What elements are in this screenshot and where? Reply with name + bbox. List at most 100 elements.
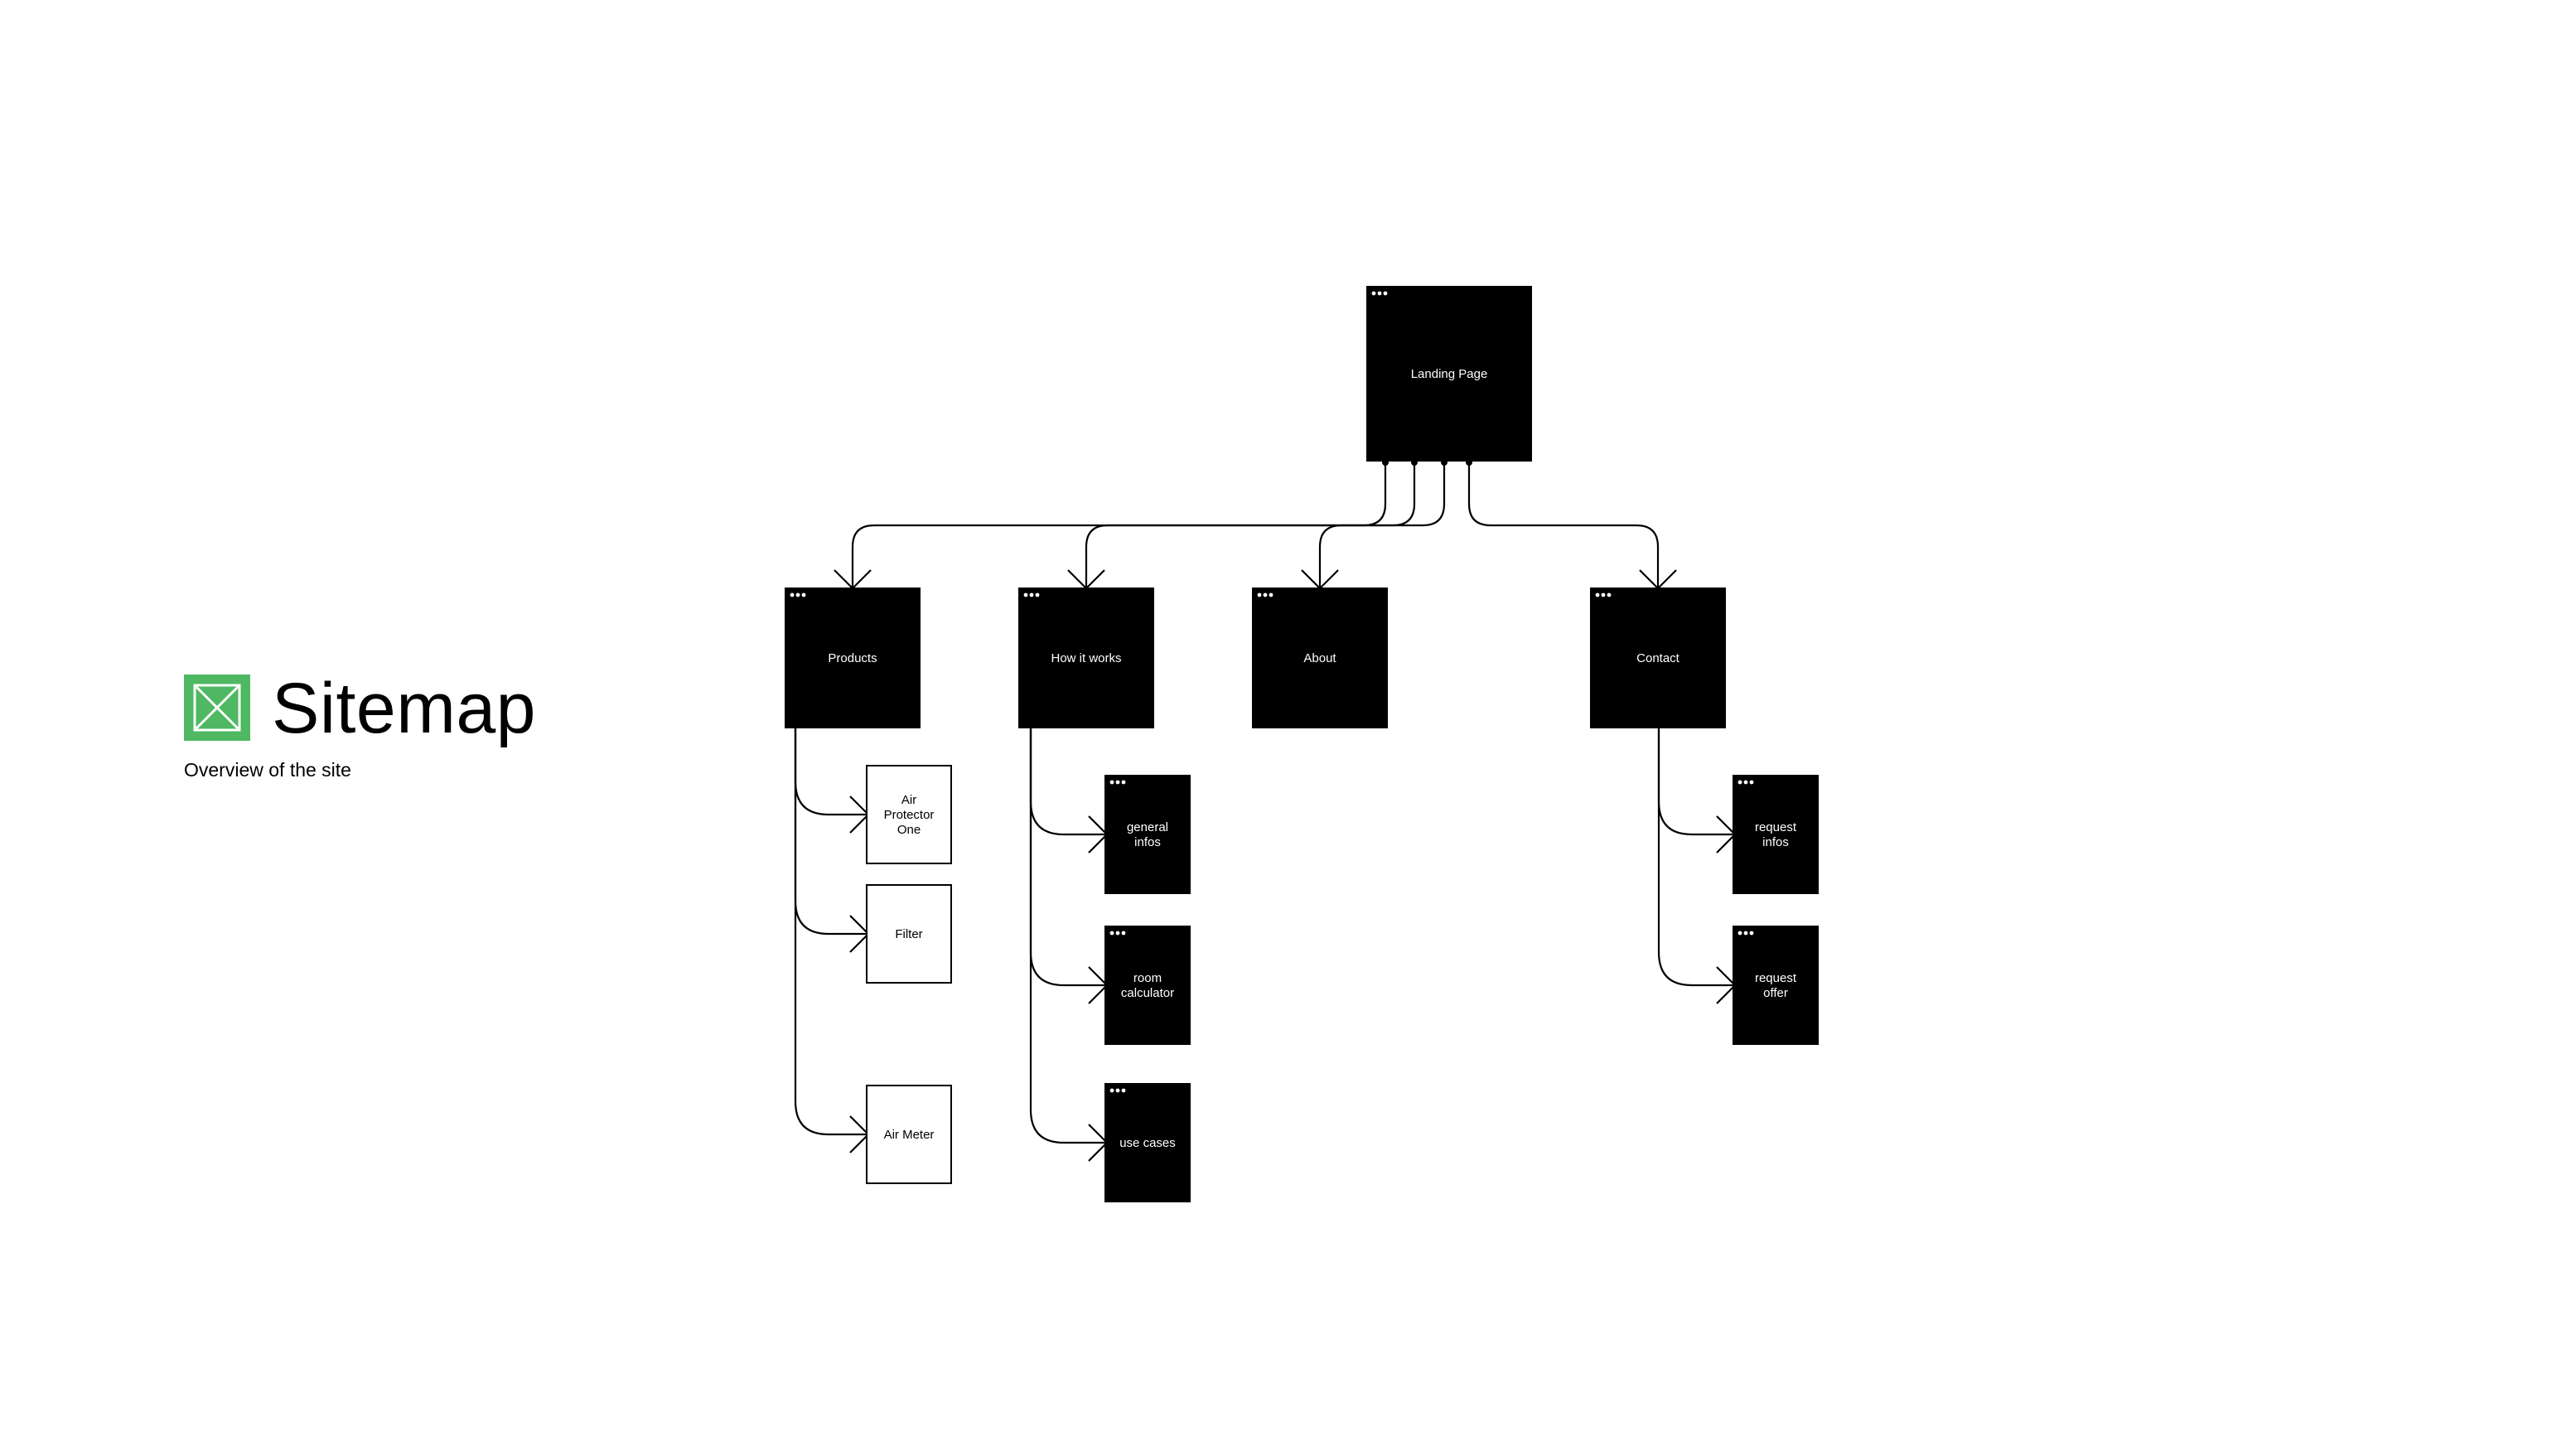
window-dot — [1371, 291, 1376, 296]
node-box — [1018, 588, 1154, 728]
node-label: room — [1133, 971, 1162, 985]
connector-line — [1029, 728, 1105, 836]
connector-line — [794, 728, 867, 936]
node-label: One — [897, 823, 921, 837]
window-dot — [1607, 592, 1612, 597]
window-dot — [1121, 931, 1126, 936]
node-label: About — [1303, 651, 1336, 665]
window-dots-icon — [1109, 1088, 1126, 1093]
node-filter[interactable]: Filter — [866, 884, 952, 984]
node-box — [785, 588, 921, 728]
window-dot — [1257, 592, 1262, 597]
window-dots-icon — [1595, 592, 1612, 597]
window-dot — [1743, 780, 1748, 785]
node-about[interactable]: About — [1252, 588, 1388, 728]
window-dots-icon — [1371, 291, 1388, 296]
window-dot — [1749, 931, 1754, 936]
window-dot — [1121, 780, 1126, 785]
window-dots-icon — [1257, 592, 1274, 597]
node-label: Air Meter — [884, 1128, 935, 1142]
sitemap-nodes: Landing PageProductsAirProtectorOneFilte… — [785, 286, 1819, 1202]
window-dot — [1269, 592, 1274, 597]
window-dot — [801, 592, 806, 597]
window-dots-icon — [1737, 780, 1754, 785]
window-dot — [790, 592, 795, 597]
window-dot — [1023, 592, 1028, 597]
node-how-it-works[interactable]: How it works — [1018, 588, 1154, 728]
node-label: general — [1127, 820, 1168, 834]
page-title: Sitemap — [272, 669, 536, 748]
node-box — [1366, 286, 1532, 462]
connector-line — [1657, 728, 1733, 836]
window-dot — [1263, 592, 1268, 597]
node-box — [866, 765, 952, 864]
node-box — [1590, 588, 1726, 728]
window-dot — [1121, 1088, 1126, 1093]
node-label: request — [1755, 820, 1797, 834]
window-dots-icon — [1023, 592, 1040, 597]
window-dot — [1749, 780, 1754, 785]
window-dot — [1115, 931, 1120, 936]
connector-line — [1467, 461, 1660, 588]
window-dots-icon — [790, 592, 806, 597]
window-dots-icon — [1109, 780, 1126, 785]
node-box — [1104, 775, 1191, 894]
node-label: Contact — [1636, 651, 1680, 665]
image-placeholder-icon — [184, 675, 250, 741]
logo-cross-line — [193, 684, 241, 732]
connector-line — [794, 728, 867, 1136]
connector-line — [1029, 728, 1105, 1144]
connector-line — [1029, 728, 1105, 987]
node-box — [1252, 588, 1388, 728]
window-dots-icon — [1109, 931, 1126, 936]
node-label: Filter — [895, 927, 922, 941]
window-dot — [1377, 291, 1382, 296]
node-label: Products — [828, 651, 877, 665]
title-block: Sitemap Overview of the site — [184, 663, 764, 795]
node-box — [1733, 775, 1819, 894]
node-label: use cases — [1119, 1136, 1176, 1150]
node-label: infos — [1134, 835, 1161, 849]
node-products[interactable]: Products — [785, 588, 921, 728]
window-dots-icon — [1737, 931, 1754, 936]
window-dot — [1737, 780, 1742, 785]
node-air-meter[interactable]: Air Meter — [866, 1085, 952, 1184]
node-contact[interactable]: Contact — [1590, 588, 1726, 728]
node-box — [866, 884, 952, 984]
window-dot — [1109, 931, 1114, 936]
window-dot — [1737, 931, 1742, 936]
node-label: Air — [901, 793, 916, 807]
node-label: request — [1755, 971, 1797, 985]
node-landing[interactable]: Landing Page — [1366, 286, 1532, 462]
node-box — [1733, 926, 1819, 1045]
window-dot — [1109, 1088, 1114, 1093]
node-box — [866, 1085, 952, 1184]
node-label: offer — [1763, 986, 1788, 1000]
window-dot — [1595, 592, 1600, 597]
node-use-cases[interactable]: use cases — [1104, 1083, 1191, 1202]
page-subtitle: Overview of the site — [184, 759, 351, 781]
window-dot — [1115, 780, 1120, 785]
node-box — [1104, 926, 1191, 1045]
connector-line — [1085, 461, 1416, 588]
node-label: Protector — [884, 808, 935, 822]
node-label: infos — [1762, 835, 1789, 849]
node-label: Landing Page — [1411, 367, 1488, 381]
logo-frame — [193, 684, 241, 732]
window-dot — [1383, 291, 1388, 296]
node-label: How it works — [1051, 651, 1121, 665]
window-dot — [1601, 592, 1606, 597]
connector-line — [1657, 728, 1733, 987]
window-dot — [1029, 592, 1034, 597]
connector-line — [1318, 461, 1446, 588]
window-dot — [1743, 931, 1748, 936]
node-box — [1104, 1083, 1191, 1202]
window-dot — [1109, 780, 1114, 785]
window-dot — [795, 592, 800, 597]
